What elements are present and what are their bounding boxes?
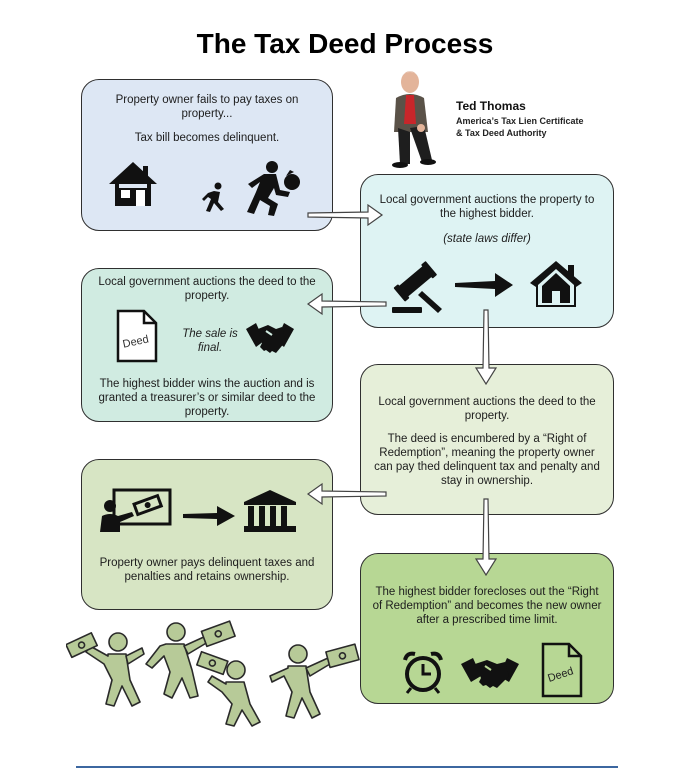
house-icon: [107, 160, 159, 208]
page-title: The Tax Deed Process: [196, 28, 494, 59]
step-4-box: Local government auctions the deed to th…: [360, 364, 614, 515]
step-1-box: Property owner fails to pay taxes on pro…: [81, 79, 333, 231]
step-5-box: Property owner pays delinquent taxes and…: [81, 459, 333, 610]
payment-screen-icon: [100, 488, 172, 534]
step-6-box: The highest bidder forecloses out the “R…: [360, 553, 614, 704]
running-figure-icon: [200, 182, 228, 216]
deed-document-icon: Deed: [116, 309, 158, 363]
flow-arrow-step2-to-step4: [474, 308, 498, 386]
flow-arrow-step4-to-step6: [474, 497, 498, 577]
alarm-clock-icon: [401, 650, 445, 694]
author-name: Ted Thomas: [456, 99, 526, 113]
step-2-text: Local government auctions the property t…: [379, 194, 595, 221]
author-role: America’s Tax Lien Certificate & Tax Dee…: [456, 115, 656, 139]
step-3-note: The sale is final.: [182, 328, 238, 355]
step-1-subtext: Tax bill becomes delinquent.: [134, 132, 280, 144]
step-4-text: Local government auctions the deed to th…: [378, 396, 596, 423]
gavel-icon: [392, 261, 452, 317]
author-role-line1: America’s Tax Lien Certificate: [456, 116, 584, 126]
flow-arrow-step1-to-step2: [306, 203, 386, 227]
author-photo: [388, 68, 440, 168]
celebrating-people-with-money-icon: [66, 618, 366, 728]
step-2-note: (state laws differ): [443, 233, 531, 245]
flow-arrow-step2-to-step3: [306, 292, 388, 316]
arrow-right-icon: [181, 504, 237, 528]
deed-document-icon: Deed: [541, 642, 583, 698]
step-2-box: Local government auctions the property t…: [360, 174, 614, 328]
government-building-icon: [242, 488, 298, 534]
step-3-box: Local government auctions the deed to th…: [81, 268, 333, 422]
author-role-line2: & Tax Deed Authority: [456, 128, 547, 139]
flow-arrow-step4-to-step5: [306, 482, 388, 506]
deed-label: Deed: [122, 333, 150, 350]
handshake-icon: [246, 319, 294, 359]
step-1-text: Property owner fails to pay taxes on pro…: [115, 94, 299, 121]
handshake-icon: [461, 654, 519, 692]
step-3-text: Local government auctions the deed to th…: [98, 276, 316, 303]
bottom-divider: [76, 766, 618, 768]
step-6-text: The highest bidder forecloses out the “R…: [372, 586, 602, 627]
arrow-right-icon: [453, 271, 515, 299]
step-4-subtext: The deed is encumbered by a “Right of Re…: [374, 433, 600, 488]
running-thief-icon: [242, 160, 302, 218]
step-5-text: Property owner pays delinquent taxes and…: [99, 557, 315, 584]
house-icon: [528, 259, 584, 309]
step-3-subtext: The highest bidder wins the auction and …: [98, 378, 316, 419]
